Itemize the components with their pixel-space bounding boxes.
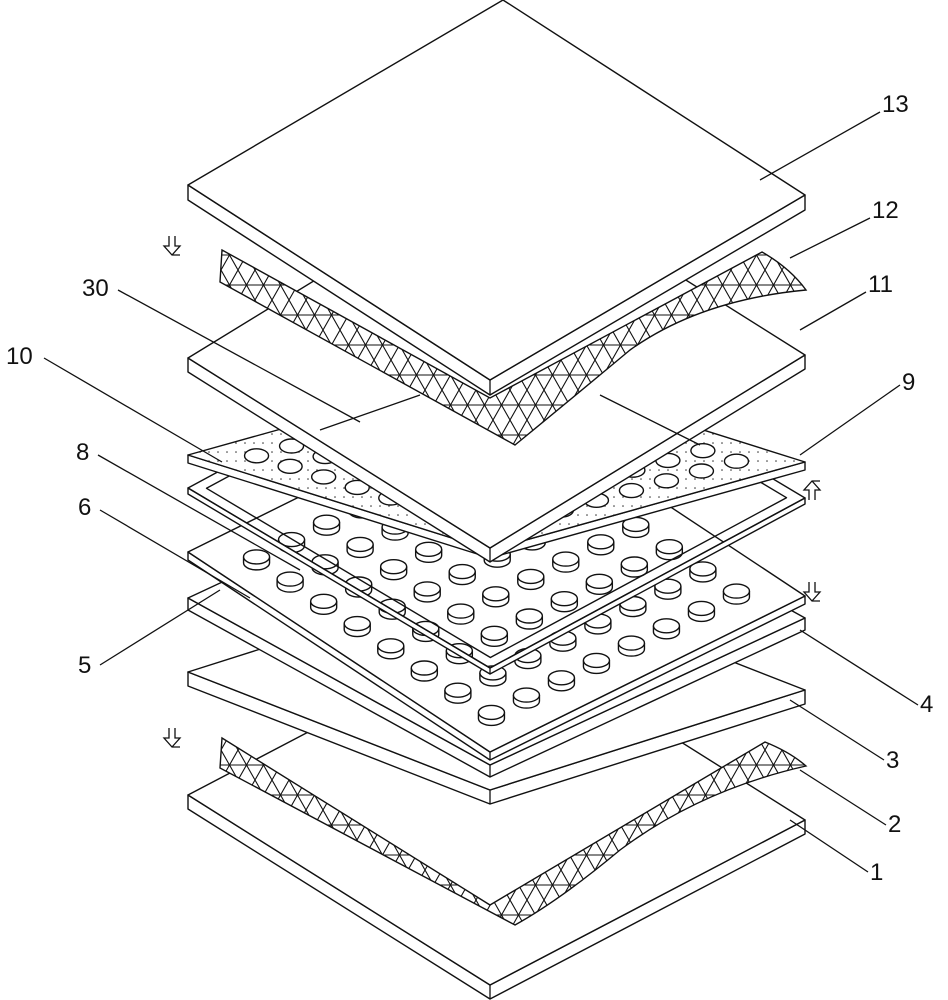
bump — [583, 653, 609, 667]
leader-line-12 — [790, 218, 870, 258]
bump — [277, 572, 303, 586]
perforation-hole — [689, 464, 713, 478]
bump — [445, 683, 471, 697]
perforation-hole — [724, 454, 748, 468]
part-label-12: 12 — [872, 197, 899, 224]
bump — [448, 604, 474, 618]
part-label-11: 11 — [868, 271, 893, 298]
bump — [478, 705, 504, 719]
bump — [618, 636, 644, 650]
part-label-8: 8 — [76, 439, 89, 466]
leader-line-3 — [790, 700, 884, 760]
bump — [378, 639, 404, 653]
part-label-4: 4 — [920, 691, 933, 718]
part-label-1: 1 — [870, 859, 883, 886]
part-label-10: 10 — [6, 343, 33, 370]
bump — [344, 617, 370, 631]
bump — [656, 540, 682, 554]
bump — [483, 587, 509, 601]
bump — [481, 626, 507, 640]
leader-line-4 — [800, 630, 918, 705]
perforation-hole — [245, 449, 269, 463]
bump — [244, 550, 270, 564]
bump — [381, 560, 407, 574]
bump — [588, 535, 614, 549]
arrow-down-icon — [804, 582, 820, 601]
leader-line-2 — [800, 770, 886, 825]
part-label-13: 13 — [882, 91, 909, 118]
bump — [416, 542, 442, 556]
bump — [551, 592, 577, 606]
leader-line-1 — [790, 820, 868, 872]
bump — [449, 565, 475, 579]
arrow-down-icon — [164, 236, 180, 255]
part-label-2: 2 — [888, 811, 901, 838]
part-label-6: 6 — [78, 494, 91, 521]
arrow-down-icon — [164, 728, 180, 747]
part-label-3: 3 — [886, 747, 899, 774]
bump — [621, 557, 647, 571]
leader-line-13 — [760, 112, 880, 180]
bump — [553, 552, 579, 566]
part-label-5: 5 — [78, 652, 91, 679]
leader-line-11 — [800, 292, 866, 330]
bump — [314, 515, 340, 529]
bump — [516, 609, 542, 623]
bump — [311, 594, 337, 608]
perforation-hole — [312, 470, 336, 484]
bump — [518, 569, 544, 583]
bump — [414, 582, 440, 596]
leader-line-9 — [800, 385, 900, 455]
perforation-hole — [654, 474, 678, 488]
arrow-up-icon — [804, 481, 820, 500]
part-label-9: 9 — [902, 369, 915, 396]
bump — [688, 601, 714, 615]
bump — [653, 619, 679, 633]
bump — [548, 671, 574, 685]
bump — [347, 537, 373, 551]
part-label-30: 30 — [82, 275, 109, 302]
bump — [586, 574, 612, 588]
perforation-hole — [619, 484, 643, 498]
bump — [513, 688, 539, 702]
perforation-hole — [278, 459, 302, 473]
perforation-hole — [691, 444, 715, 458]
leader-line-5 — [100, 590, 220, 665]
bump — [723, 584, 749, 598]
bump — [411, 661, 437, 675]
